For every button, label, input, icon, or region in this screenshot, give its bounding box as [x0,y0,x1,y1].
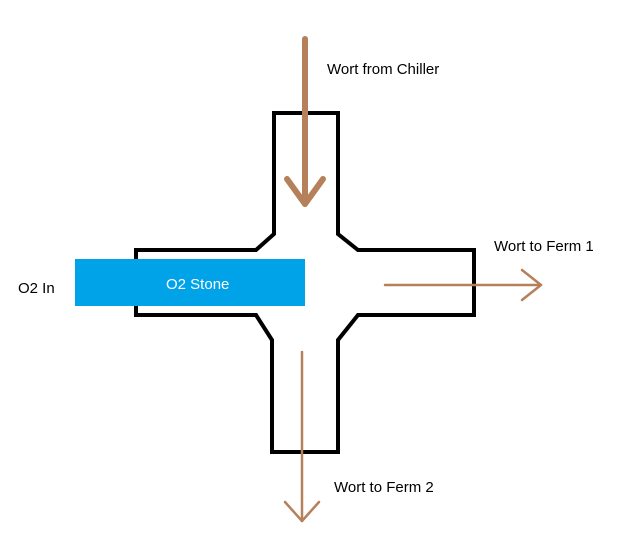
label-wort-to-ferm-1: Wort to Ferm 1 [494,238,594,255]
label-wort-to-ferm-2: Wort to Ferm 2 [334,479,434,496]
label-o2-stone: O2 Stone [166,276,229,293]
label-o2-in: O2 In [18,280,55,297]
o2-stone [75,259,305,306]
ferm-2-flow-arrow [283,350,321,523]
label-wort-from-chiller: Wort from Chiller [327,61,439,78]
ferm-1-flow-arrow [383,268,543,302]
inlet-flow-arrow [284,36,326,207]
